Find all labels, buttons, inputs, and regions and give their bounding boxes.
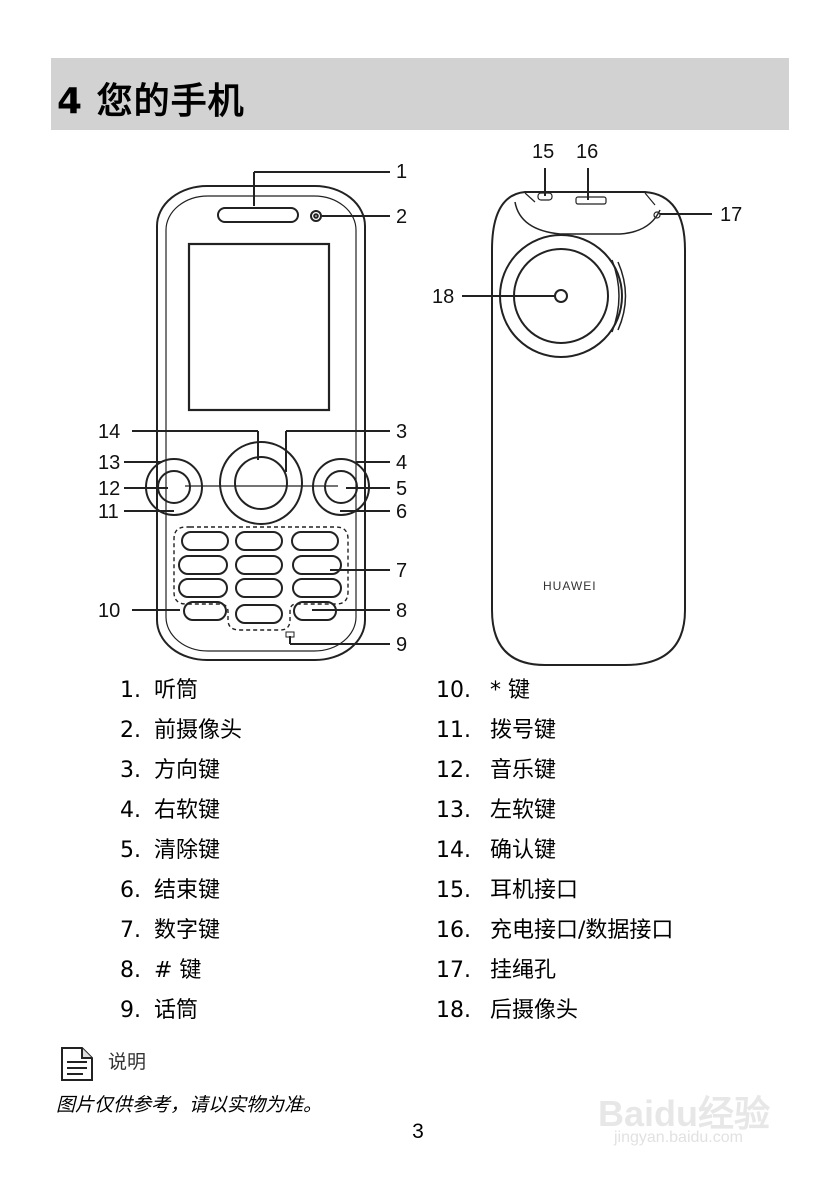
front-body-inner [165,195,357,652]
rear-camera-lens [554,289,568,303]
list-item: 14.确认键 [436,838,557,863]
callout-16: 16 [576,141,598,163]
list-item: 2.前摄像头 [120,718,243,743]
brand-logo: HUAWEI [543,579,597,593]
note-text: 图片仅供参考，请以实物为准。 [56,1094,323,1116]
note-label: 说明 [108,1051,147,1073]
list-item: 1.听筒 [120,678,199,703]
list-item: 11.拨号键 [436,718,557,743]
list-item: 10.* 键 [436,678,530,703]
list-item: 12.音乐键 [436,758,557,783]
page-title: 4 您的手机 [57,81,245,122]
keypad-outline [173,526,349,631]
back-body [491,191,686,666]
watermark-site: jingyan.baidu.com [614,1129,743,1146]
callout-14: 14 [98,421,120,443]
list-item: 3.方向键 [120,758,221,783]
charging-port [575,196,607,205]
list-item: 9.话筒 [120,998,199,1023]
section-header: 4 您的手机 [51,58,789,130]
navigation-ring [219,441,303,525]
callout-13: 13 [98,452,120,474]
list-item: 18.后摄像头 [436,998,579,1023]
callout-3: 3 [396,421,407,443]
list-item: 6.结束键 [120,878,221,903]
callout-18: 18 [432,286,454,308]
callout-17: 17 [720,204,742,226]
confirm-key [234,456,288,510]
list-item: 16.充电接口/数据接口 [436,918,674,943]
list-item: 4.右软键 [120,798,221,823]
callout-1: 1 [396,161,407,183]
list-item: 13.左软键 [436,798,557,823]
callout-5: 5 [396,478,407,500]
earpiece [217,207,299,223]
list-item: 7.数字键 [120,918,221,943]
screen [187,242,331,412]
callout-12: 12 [98,478,120,500]
callout-9: 9 [396,634,407,656]
parts-list-left: 1.听筒 2.前摄像头 3.方向键 4.右软键 5.清除键 6.结束键 7.数字… [120,676,400,1036]
list-item: 17.挂绳孔 [436,958,557,983]
list-item: 5.清除键 [120,838,221,863]
baidu-watermark: Baidu经验 jingyan.baidu.com [590,1075,790,1155]
phone-illustration: HUAWEI 1 2 3 4 5 6 7 8 9 10 11 12 13 14 … [98,141,742,666]
front-camera-lens [310,210,322,222]
callout-11: 11 [98,501,119,523]
note-document-icon [61,1047,93,1081]
list-item: 8.# 键 [120,958,202,983]
callout-6: 6 [396,501,407,523]
front-body-outer [156,185,366,661]
callout-15: 15 [532,141,554,163]
callout-4: 4 [396,452,407,474]
callout-7: 7 [396,560,407,582]
list-item: 15.耳机接口 [436,878,579,903]
page-number: 3 [412,1120,424,1143]
callout-2: 2 [396,206,407,228]
parts-list-right: 10.* 键 11.拨号键 12.音乐键 13.左软键 14.确认键 15.耳机… [436,676,766,1036]
callout-8: 8 [396,600,407,622]
watermark-logo: Baidu经验 [598,1093,771,1134]
callout-10: 10 [98,600,120,622]
